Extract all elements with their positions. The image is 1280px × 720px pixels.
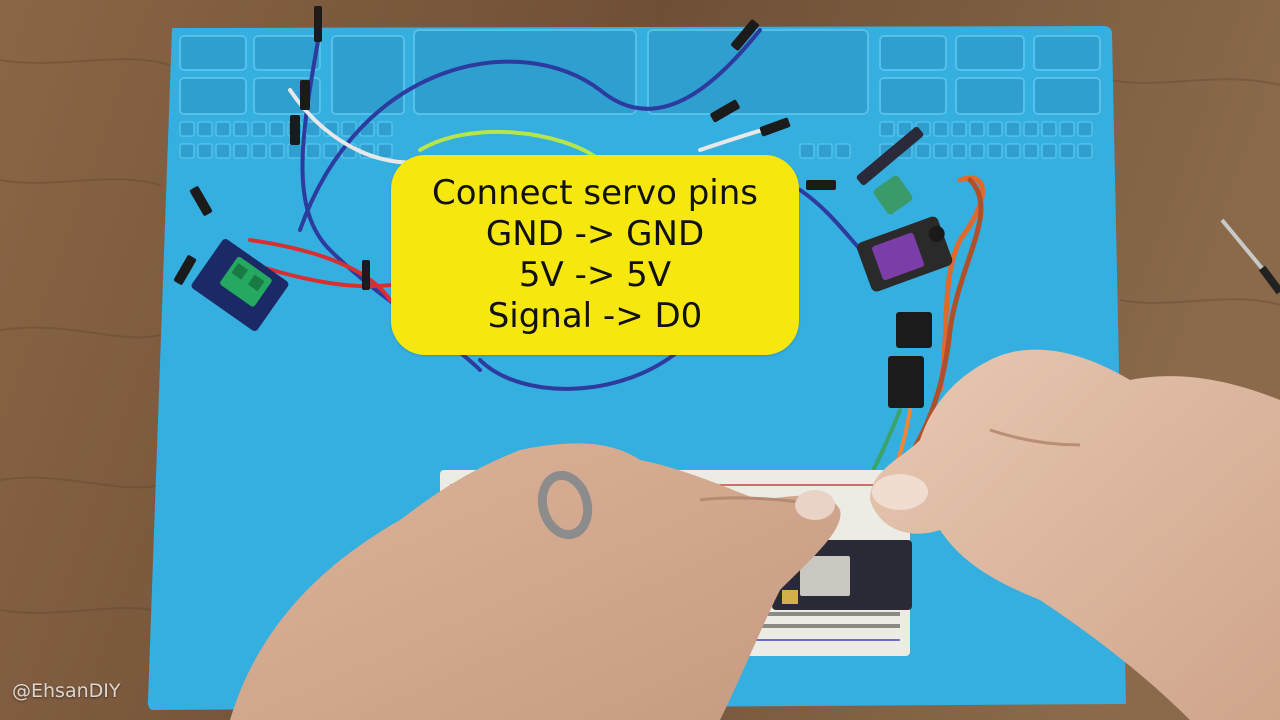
caption-line-3: 5V -> 5V [518, 255, 672, 295]
caption-line-1: Connect servo pins [431, 173, 759, 213]
right-hand [870, 349, 1280, 720]
mat-compartments [179, 29, 1101, 115]
instruction-caption: Connect servo pins GND -> GND 5V -> 5V S… [391, 155, 799, 355]
servo-connector [888, 312, 932, 408]
channel-watermark: @EhsanDIY [12, 680, 121, 702]
wire-pin-ends [173, 6, 836, 290]
pot-module [856, 126, 924, 215]
servo-motor [857, 216, 953, 292]
motor-driver-module [191, 239, 289, 331]
caption-line-2: GND -> GND [485, 214, 705, 254]
caption-line-4: Signal -> D0 [487, 296, 703, 336]
screwdriver [1220, 218, 1280, 295]
left-hand [230, 443, 841, 720]
